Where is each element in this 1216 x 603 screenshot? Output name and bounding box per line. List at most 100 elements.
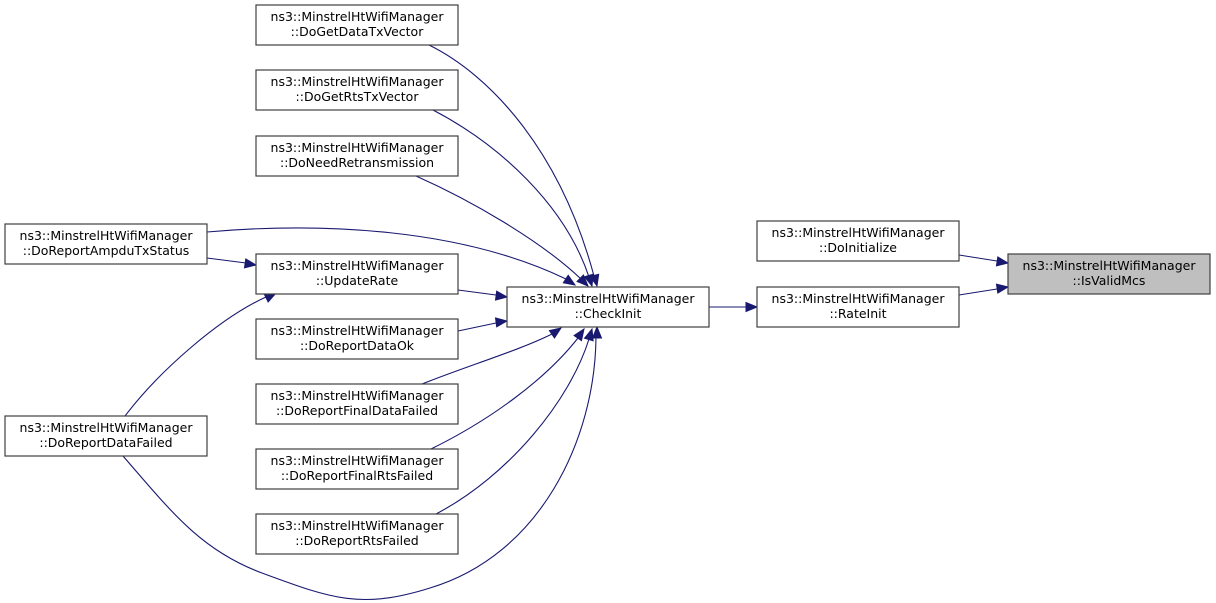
node-namespace-label: ns3::MinstrelHtWifiManager [271,453,445,468]
node-isvalidmcs[interactable]: ns3::MinstrelHtWifiManager::IsValidMcs [1007,253,1211,295]
edge-line [430,337,579,450]
edge-dataok-to-checkinit [457,317,509,332]
node-namespace-label: ns3::MinstrelHtWifiManager [271,323,445,338]
edge-line [206,227,567,280]
edge-finalrts-to-checkinit [430,327,585,450]
edge-line [457,289,497,296]
node-rtsfailed[interactable]: ns3::MinstrelHtWifiManager::DoReportRtsF… [255,513,459,555]
edge-line [415,175,582,280]
edge-ampdu-to-updaterate [206,257,258,269]
node-method-label: ::DoGetRtsTxVector [296,89,420,104]
arrowhead-icon [591,325,603,339]
node-doinit[interactable]: ns3::MinstrelHtWifiManager::DoInitialize [756,220,960,262]
edge-datafailed-to-checkinit [122,325,603,601]
node-method-label: ::RateInit [829,306,886,321]
node-namespace-label: ns3::MinstrelHtWifiManager [20,420,194,435]
node-box[interactable] [4,223,208,265]
edge-line [435,338,590,515]
node-checkinit[interactable]: ns3::MinstrelHtWifiManager::CheckInit [506,286,710,328]
node-box[interactable] [255,383,459,425]
node-method-label: ::IsValidMcs [1073,273,1146,288]
node-namespace-label: ns3::MinstrelHtWifiManager [772,291,946,306]
edge-checkinit-to-rateinit [709,301,759,313]
node-namespace-label: ns3::MinstrelHtWifiManager [271,388,445,403]
arrowhead-icon [995,256,1010,267]
node-box[interactable] [255,4,459,46]
node-method-label: ::DoInitialize [819,240,897,255]
arrowhead-icon [494,317,509,328]
node-method-label: ::DoNeedRetransmission [280,155,434,170]
node-box[interactable] [506,286,710,328]
node-box[interactable] [255,135,459,177]
arrowhead-icon [573,327,585,342]
node-ampdu[interactable]: ns3::MinstrelHtWifiManager::DoReportAmpd… [4,223,208,265]
arrowhead-icon [576,274,589,287]
edges-layer [122,44,1010,601]
node-rateinit[interactable]: ns3::MinstrelHtWifiManager::RateInit [756,286,960,328]
node-box[interactable] [255,253,459,295]
arrowhead-icon [995,283,1010,294]
edge-getrts-to-checkinit [432,109,594,288]
arrowhead-icon [745,301,759,313]
edge-rtsfailed-to-checkinit [435,327,594,515]
arrowhead-icon [562,274,577,286]
arrowhead-icon [243,258,258,269]
arrowhead-icon [583,273,594,288]
edge-ampdu-to-checkinit [206,227,577,286]
node-method-label: ::CheckInit [575,306,642,321]
edge-needretx-to-checkinit [415,175,589,287]
edge-datafailed-to-updaterate [124,292,278,417]
node-method-label: ::DoReportDataFailed [39,435,172,450]
node-box[interactable] [1007,253,1211,295]
node-namespace-label: ns3::MinstrelHtWifiManager [271,140,445,155]
node-box[interactable] [756,220,960,262]
edge-line [122,336,597,601]
node-getrts[interactable]: ns3::MinstrelHtWifiManager::DoGetRtsTxVe… [255,69,459,111]
node-namespace-label: ns3::MinstrelHtWifiManager [772,225,946,240]
node-datafailed[interactable]: ns3::MinstrelHtWifiManager::DoReportData… [4,415,208,457]
edge-rateinit-to-isvalidmcs [958,283,1010,296]
edge-line [457,322,497,332]
node-finalrts[interactable]: ns3::MinstrelHtWifiManager::DoReportFina… [255,448,459,490]
node-namespace-label: ns3::MinstrelHtWifiManager [271,518,445,533]
arrowhead-icon [548,327,563,339]
node-method-label: ::UpdateRate [316,273,399,288]
node-namespace-label: ns3::MinstrelHtWifiManager [1023,258,1197,273]
node-box[interactable] [756,286,960,328]
edge-line [428,44,595,277]
node-box[interactable] [255,69,459,111]
edge-line [958,288,998,296]
node-method-label: ::DoReportAmpduTxStatus [23,243,190,258]
node-dataok[interactable]: ns3::MinstrelHtWifiManager::DoReportData… [255,318,459,360]
nodes-layer: ns3::MinstrelHtWifiManager::DoGetDataTxV… [4,4,1211,555]
node-namespace-label: ns3::MinstrelHtWifiManager [271,258,445,273]
node-box[interactable] [255,318,459,360]
edge-line [206,257,247,264]
node-method-label: ::DoReportFinalRtsFailed [281,468,433,483]
node-method-label: ::DoGetDataTxVector [291,24,425,39]
node-updaterate[interactable]: ns3::MinstrelHtWifiManager::UpdateRate [255,253,459,295]
edge-line [958,254,998,262]
edge-line [432,109,590,278]
node-namespace-label: ns3::MinstrelHtWifiManager [271,74,445,89]
edge-line [124,296,267,417]
edge-finaldata-to-checkinit [421,327,563,385]
node-getdata[interactable]: ns3::MinstrelHtWifiManager::DoGetDataTxV… [255,4,459,46]
node-namespace-label: ns3::MinstrelHtWifiManager [20,228,194,243]
node-method-label: ::DoReportDataOk [300,338,415,353]
node-method-label: ::DoReportFinalDataFailed [276,403,438,418]
node-box[interactable] [255,513,459,555]
edge-updaterate-to-checkinit [457,289,509,301]
node-namespace-label: ns3::MinstrelHtWifiManager [522,291,696,306]
edge-line [421,333,553,385]
node-namespace-label: ns3::MinstrelHtWifiManager [271,9,445,24]
node-box[interactable] [4,415,208,457]
arrowhead-icon [583,327,594,342]
edge-doinit-to-isvalidmcs [958,254,1010,267]
node-box[interactable] [255,448,459,490]
node-finaldata[interactable]: ns3::MinstrelHtWifiManager::DoReportFina… [255,383,459,425]
node-needretx[interactable]: ns3::MinstrelHtWifiManager::DoNeedRetran… [255,135,459,177]
arrowhead-icon [494,290,509,301]
node-method-label: ::DoReportRtsFailed [295,533,419,548]
